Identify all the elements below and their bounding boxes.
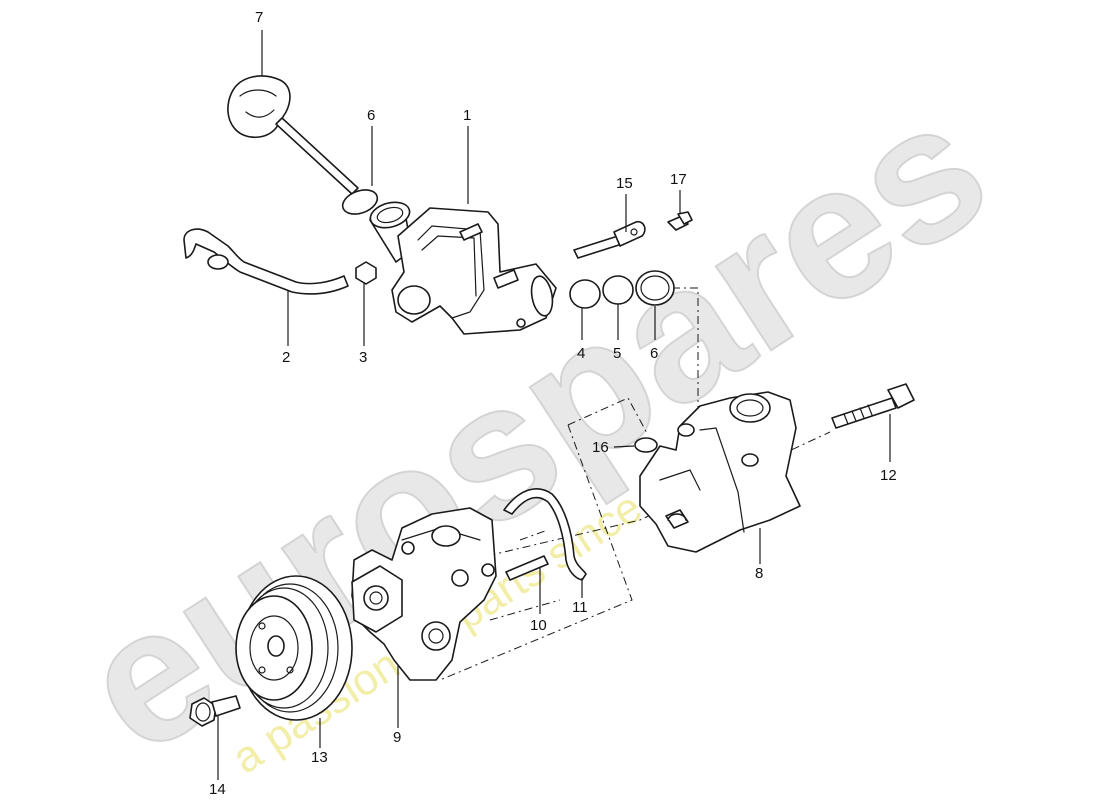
callout-16: 15: [616, 175, 633, 192]
part-8-bracket: [639, 391, 801, 553]
part-1-reservoir: [369, 201, 557, 335]
part-13-pulley: [235, 575, 353, 721]
callout-12: 12: [880, 467, 897, 484]
callout-7: 7: [255, 9, 263, 26]
callout-3: 3: [359, 349, 367, 366]
part-17-screw: [667, 211, 693, 231]
callout-11: 11: [572, 599, 588, 616]
watermark-brand: eurospares: [47, 59, 1022, 795]
callout-8: 8: [755, 565, 763, 582]
assembly-lines: [439, 287, 831, 681]
part-16-bolt: [573, 220, 646, 259]
callout-2: 2: [282, 349, 290, 366]
callout-9: 9: [393, 729, 401, 746]
callout-5: 5: [613, 345, 621, 362]
callout-13: 13: [311, 749, 328, 766]
part-11-strap: [503, 488, 587, 581]
part-15-o-ring: [634, 437, 658, 453]
callout-17: 17: [670, 171, 687, 188]
part-6-o-ring-right: [635, 270, 675, 306]
callout-15: 16: [592, 439, 609, 456]
callout-labels: 7 6 1 15 17 2 3 4 5 6 16 12 8 11 10 9 13…: [209, 9, 897, 798]
callout-14: 14: [209, 781, 226, 798]
part-4-o-ring: [569, 279, 601, 309]
callout-10: 10: [530, 617, 547, 634]
watermark: eurospares a passion for parts since 198…: [46, 58, 1023, 796]
callout-1: 1: [463, 107, 471, 124]
part-10-pin: [505, 555, 549, 581]
callout-6-right: 6: [650, 345, 658, 362]
part-3-plug: [355, 261, 377, 285]
part-5-o-ring: [602, 275, 634, 305]
part-7-dipstick-cap: [227, 75, 359, 195]
part-6-o-ring-top: [341, 189, 379, 215]
callout-4: 4: [577, 345, 585, 362]
leader-lines: [217, 30, 891, 780]
part-2-hose: [183, 228, 349, 295]
part-14-bolt: [189, 695, 241, 727]
part-9-pump: [351, 507, 497, 681]
part-2-hose-end: [207, 254, 229, 270]
callout-6-top: 6: [367, 107, 375, 124]
part-12-bolt: [831, 383, 915, 429]
